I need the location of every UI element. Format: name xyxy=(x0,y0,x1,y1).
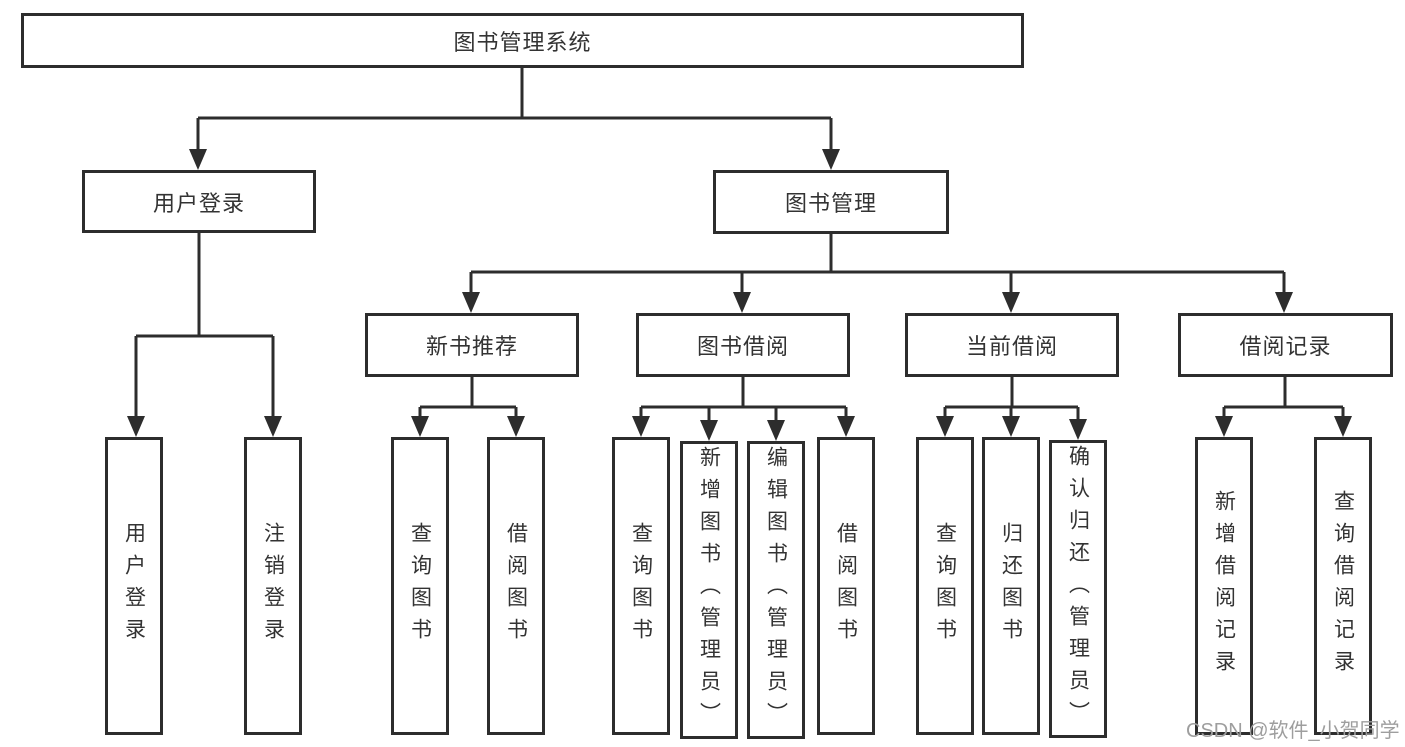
leaf-label: 新增图书（管理员） xyxy=(697,446,721,734)
connector-lines xyxy=(134,68,1345,421)
node-borrow-records: 借阅记录 xyxy=(1178,313,1393,377)
node-label: 当前借阅 xyxy=(965,334,1058,359)
leaf-logout: 注销登录 xyxy=(244,437,302,735)
leaf-edit-book-admin: 编辑图书（管理员） xyxy=(747,441,805,739)
leaf-add-book-admin: 新增图书（管理员） xyxy=(680,441,738,739)
node-user-login: 用户登录 xyxy=(82,170,316,233)
node-book-management: 图书管理 xyxy=(713,170,949,234)
leaf-label: 新增借阅记录 xyxy=(1212,490,1236,682)
leaf-query-book-current: 查询图书 xyxy=(916,437,974,735)
leaf-label: 查询图书 xyxy=(629,522,653,650)
leaf-query-borrow-record: 查询借阅记录 xyxy=(1314,437,1372,735)
watermark-text: CSDN @软件_小贺同学 xyxy=(1186,720,1400,742)
node-book-borrow: 图书借阅 xyxy=(636,313,850,377)
leaf-label: 借阅图书 xyxy=(834,522,858,650)
node-label: 图书管理系统 xyxy=(453,29,592,55)
leaf-label: 归还图书 xyxy=(999,522,1023,650)
node-new-book-recommend: 新书推荐 xyxy=(365,313,579,377)
leaf-label: 查询图书 xyxy=(408,522,432,650)
node-label: 图书借阅 xyxy=(696,334,789,359)
leaf-label: 确认归还（管理员） xyxy=(1066,445,1090,733)
leaf-add-borrow-record: 新增借阅记录 xyxy=(1195,437,1253,735)
leaf-user-login: 用户登录 xyxy=(105,437,163,735)
node-root: 图书管理系统 xyxy=(21,13,1024,68)
node-current-borrow: 当前借阅 xyxy=(905,313,1119,377)
node-label: 新书推荐 xyxy=(425,334,518,359)
leaf-borrow-book: 借阅图书 xyxy=(817,437,875,735)
leaf-label: 查询图书 xyxy=(933,522,957,650)
leaf-return-book: 归还图书 xyxy=(982,437,1040,735)
leaf-label: 注销登录 xyxy=(261,522,285,650)
leaf-query-book-recommend: 查询图书 xyxy=(391,437,449,735)
leaf-label: 借阅图书 xyxy=(504,522,528,650)
arrowhead-icons xyxy=(127,149,1352,441)
node-label: 图书管理 xyxy=(784,191,877,216)
leaf-confirm-return-admin: 确认归还（管理员） xyxy=(1049,440,1107,738)
leaf-query-book-borrow: 查询图书 xyxy=(612,437,670,735)
leaf-label: 用户登录 xyxy=(122,522,146,650)
leaf-borrow-book-recommend: 借阅图书 xyxy=(487,437,545,735)
leaf-label: 查询借阅记录 xyxy=(1331,490,1355,682)
node-label: 用户登录 xyxy=(152,190,245,216)
leaf-label: 编辑图书（管理员） xyxy=(764,446,788,734)
node-label: 借阅记录 xyxy=(1239,334,1332,359)
